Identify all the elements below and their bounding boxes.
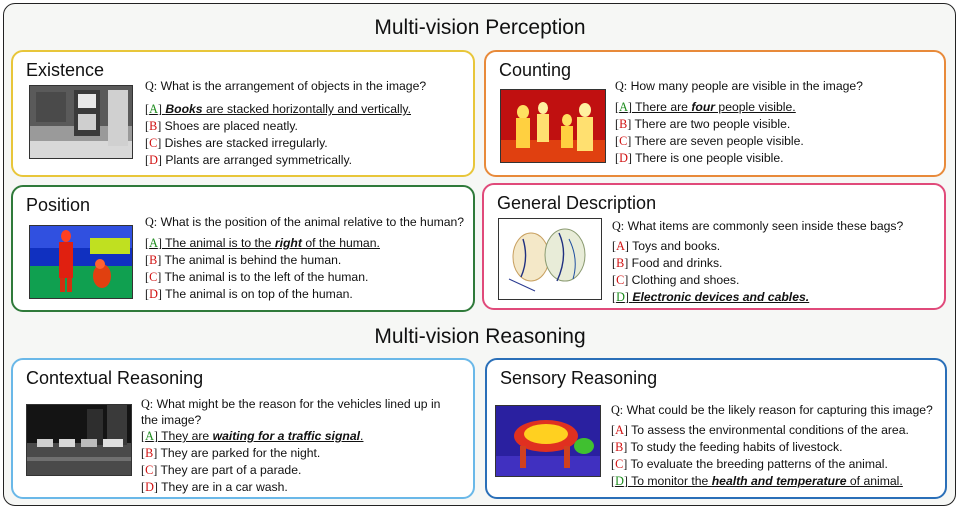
option-letter: A xyxy=(616,239,625,253)
position-thermal-image xyxy=(29,225,133,299)
option-letter: D xyxy=(616,290,625,304)
existence-question: Q: What is the arrangement of objects in… xyxy=(145,79,427,93)
option-letter: B xyxy=(145,446,154,460)
general-options: [A] Toys and books. [B] Food and drinks. [… xyxy=(612,238,809,306)
reasoning-title: Multi-vision Reasoning xyxy=(374,325,586,348)
perception-title: Multi-vision Perception xyxy=(374,16,586,39)
option-letter: C xyxy=(619,134,628,148)
counting-option-a: [A] There are four people visible. xyxy=(615,100,796,114)
shelf-thermal-graphic xyxy=(30,86,132,158)
option-letter: B xyxy=(149,253,158,267)
option-letter: B xyxy=(619,117,628,131)
position-card: Position Q: What is the position of the … xyxy=(11,185,475,312)
sensory-options: [A] To assess the environmental conditio… xyxy=(611,422,909,490)
option-letter: D xyxy=(149,153,158,167)
general-option-d: [D] Electronic devices and cables. xyxy=(612,290,810,304)
option-letter: C xyxy=(149,270,158,284)
existence-option-c: [C] Dishes are stacked irregularly. xyxy=(145,136,328,150)
contextual-thermal-image xyxy=(26,404,132,476)
contextual-option-c: [C] They are part of a parade. xyxy=(141,463,302,477)
position-title: Position xyxy=(26,195,91,215)
option-letter: B xyxy=(615,440,624,454)
position-option-a: [A] The animal is to the right of the hu… xyxy=(145,236,380,250)
sensory-title: Sensory Reasoning xyxy=(500,368,658,388)
contextual-question: Q: What might be the reason for the vehi… xyxy=(141,397,441,427)
option-letter: B xyxy=(616,256,625,270)
existence-thermal-image xyxy=(29,85,133,159)
option-letter: A xyxy=(619,100,628,114)
contextual-card: Contextual Reasoning Q: What might be th… xyxy=(11,358,475,499)
livestock-thermal-graphic xyxy=(496,406,600,476)
counting-options: [A] There are four people visible. [B] Th… xyxy=(615,99,804,167)
general-xray-image xyxy=(498,218,602,300)
human-animal-thermal-graphic xyxy=(30,226,132,298)
sensory-option-b: [B] To study the feeding habits of lives… xyxy=(611,440,843,454)
existence-options: [A] Books are stacked horizontally and v… xyxy=(145,101,411,169)
option-letter: C xyxy=(616,273,625,287)
contextual-option-d: [D] They are in a car wash. xyxy=(141,480,288,494)
contextual-option-b: [B] They are parked for the night. xyxy=(141,446,321,460)
contextual-title: Contextual Reasoning xyxy=(26,368,204,388)
general-option-b: [B] Food and drinks. xyxy=(612,256,723,270)
key-phrase: Books xyxy=(165,102,203,116)
counting-question: Q: How many people are visible in the im… xyxy=(615,79,863,93)
key-phrase: right xyxy=(274,236,302,250)
option-letter: D xyxy=(619,151,628,165)
position-option-b: [B] The animal is behind the human. xyxy=(145,253,342,267)
option-letter: A xyxy=(149,102,158,116)
existence-card: Existence Q: What is the arrangement of … xyxy=(11,50,475,177)
sensory-thermal-image xyxy=(495,405,601,477)
option-letter: C xyxy=(149,136,158,150)
key-phrase: four xyxy=(691,100,716,114)
existence-option-d: [D] Plants are arranged symmetrically. xyxy=(145,153,353,167)
position-option-d: [D] The animal is on top of the human. xyxy=(145,287,353,301)
people-thermal-graphic xyxy=(501,90,605,162)
option-letter: C xyxy=(145,463,154,477)
option-letter: C xyxy=(615,457,624,471)
existence-title: Existence xyxy=(26,60,105,80)
position-options: [A] The animal is to the right of the hu… xyxy=(145,235,380,303)
general-card: General Description Q: What items are co… xyxy=(482,183,946,310)
sensory-option-d: [D] To monitor the health and temperatur… xyxy=(611,474,903,488)
option-letter: D xyxy=(145,480,154,494)
key-phrase: waiting for a traffic signal xyxy=(212,429,360,443)
key-phrase: health and temperature xyxy=(711,474,847,488)
position-question: Q: What is the position of the animal re… xyxy=(145,215,465,229)
existence-option-b: [B] Shoes are placed neatly. xyxy=(145,119,298,133)
counting-thermal-image xyxy=(500,89,606,163)
counting-title: Counting xyxy=(499,60,572,80)
contextual-option-a: [A] They are waiting for a traffic signa… xyxy=(141,429,364,443)
key-phrase: Electronic devices and cables. xyxy=(632,290,810,304)
option-letter: A xyxy=(615,423,624,437)
contextual-options: [A] They are waiting for a traffic signa… xyxy=(141,428,363,496)
option-letter: D xyxy=(615,474,624,488)
general-title: General Description xyxy=(497,193,657,213)
option-letter: B xyxy=(149,119,158,133)
counting-option-c: [C] There are seven people visible. xyxy=(615,134,804,148)
bags-xray-graphic xyxy=(499,219,601,299)
sensory-card: Sensory Reasoning Q: What could be the l… xyxy=(485,358,947,499)
counting-card: Counting Q: How many people are visible … xyxy=(484,50,946,177)
position-option-c: [C] The animal is to the left of the hum… xyxy=(145,270,369,284)
sensory-option-a: [A] To assess the environmental conditio… xyxy=(611,423,909,437)
counting-option-d: [D] There is one people visible. xyxy=(615,151,784,165)
sensory-question: Q: What could be the likely reason for c… xyxy=(611,403,933,417)
traffic-thermal-graphic xyxy=(27,405,131,475)
option-letter: A xyxy=(145,429,154,443)
general-option-a: [A] Toys and books. xyxy=(612,239,721,253)
counting-option-b: [B] There are two people visible. xyxy=(615,117,791,131)
option-letter: D xyxy=(149,287,158,301)
option-letter: A xyxy=(149,236,158,250)
general-question: Q: What items are commonly seen inside t… xyxy=(612,219,904,233)
existence-option-a: [A] Books are stacked horizontally and v… xyxy=(145,102,411,116)
general-option-c: [C] Clothing and shoes. xyxy=(612,273,740,287)
sensory-option-c: [C] To evaluate the breeding patterns of… xyxy=(611,457,888,471)
